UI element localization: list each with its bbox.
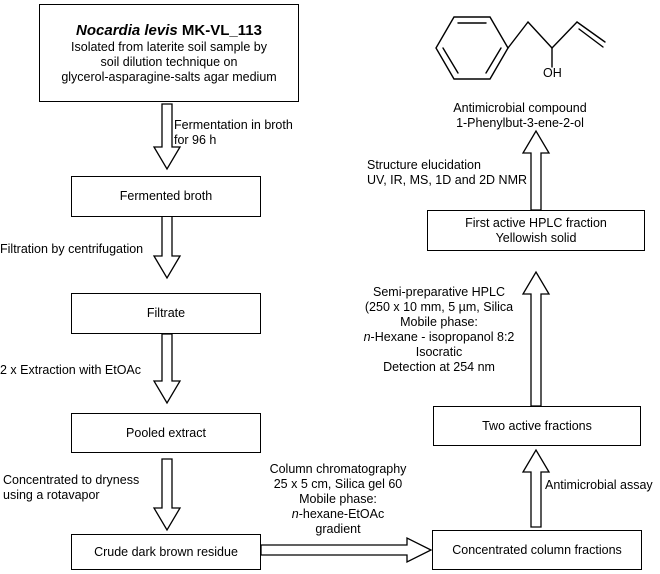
arrow-up-structure: [521, 129, 551, 211]
hplc-line-2: (250 x 10 mm, 5 µm, Silica: [364, 300, 514, 314]
oh-label: OH: [543, 66, 562, 81]
fermentation-step-label: Fermentation in broth for 96 h: [174, 118, 293, 148]
organism-desc-line-1: Isolated from laterite soil sample by: [71, 40, 267, 54]
two-active-fractions-label: Two active fractions: [482, 418, 592, 433]
arrow-up-hplc: [521, 270, 551, 407]
hplc-solvent: -Hexane - isopropanol 8:2: [370, 330, 515, 344]
pooled-extract-box: Pooled extract: [71, 413, 261, 453]
column-n-prefix: n: [291, 507, 299, 521]
structure-line-1: Structure elucidation: [367, 158, 481, 172]
pooled-extract-label: Pooled extract: [126, 425, 206, 440]
fermented-broth-box: Fermented broth: [71, 176, 261, 217]
column-step-label: Column chromatography 25 x 5 cm, Silica …: [259, 462, 417, 537]
column-line-1: Column chromatography: [269, 462, 407, 476]
concentration-line-2: using a rotavapor: [3, 488, 100, 502]
crude-residue-box: Crude dark brown residue: [71, 534, 261, 570]
extraction-text: 2 x Extraction with EtOAc: [0, 363, 142, 377]
compound-caption-line-1: Antimicrobial compound: [453, 101, 587, 115]
first-active-hplc-line-2: Yellowish solid: [495, 230, 577, 245]
concentrated-fractions-label: Concentrated column fractions: [452, 542, 622, 557]
fermented-broth-label: Fermented broth: [119, 189, 213, 203]
hplc-line-1: Semi-preparative HPLC: [373, 285, 505, 299]
fermentation-line-1: Fermentation in broth: [174, 118, 293, 132]
arrow-right-column: [260, 536, 433, 564]
hplc-line-6: Detection at 254 nm: [383, 360, 495, 374]
organism-species: Nocardia levis: [76, 22, 178, 39]
arrow-down-filtration: [152, 208, 182, 280]
two-active-fractions-box: Two active fractions: [433, 406, 641, 446]
arrow-down-fermentation: [152, 103, 182, 171]
column-line-2: 25 x 5 cm, Silica gel 60: [273, 477, 403, 491]
first-active-hplc-box: First active HPLC fraction Yellowish sol…: [427, 210, 645, 251]
column-line-4: n-hexane-EtOAc: [259, 507, 417, 522]
assay-text: Antimicrobial assay: [545, 478, 653, 492]
organism-desc-line-3: glycerol-asparagine-salts agar medium: [61, 70, 277, 84]
organism-box: Nocardia levis MK-VL_113 Isolated from l…: [39, 4, 299, 102]
compound-caption-line-2: 1-Phenylbut-3-ene-2-ol: [456, 116, 584, 130]
hplc-line-4: n-Hexane - isopropanol 8:2: [355, 330, 523, 345]
structure-line-2: UV, IR, MS, 1D and 2D NMR: [367, 173, 528, 187]
arrow-down-extraction: [152, 333, 182, 405]
first-active-hplc-line-1: First active HPLC fraction: [465, 215, 607, 230]
hplc-step-label: Semi-preparative HPLC (250 x 10 mm, 5 µm…: [355, 285, 523, 375]
column-line-3: Mobile phase:: [299, 492, 377, 506]
concentration-step-label: Concentrated to dryness using a rotavapo…: [3, 473, 139, 503]
fermentation-line-2: for 96 h: [174, 133, 217, 147]
column-line-5: gradient: [315, 522, 361, 536]
organism-strain: MK-VL_113: [181, 22, 262, 39]
arrow-down-concentration: [152, 458, 182, 532]
filtrate-box: Filtrate: [71, 293, 261, 334]
organism-title: Nocardia levis MK-VL_113: [76, 21, 262, 40]
compound-caption: Antimicrobial compound 1-Phenylbut-3-ene…: [440, 101, 600, 131]
hplc-n-prefix: n: [363, 330, 371, 344]
organism-desc-line-2: soil dilution technique on: [100, 55, 238, 69]
crude-residue-label: Crude dark brown residue: [94, 544, 238, 559]
oh-text: OH: [543, 66, 562, 80]
hplc-line-3: Mobile phase:: [400, 315, 478, 329]
extraction-step-label: 2 x Extraction with EtOAc: [0, 363, 141, 378]
filtration-text: Filtration by centrifugation: [0, 242, 144, 256]
concentrated-fractions-box: Concentrated column fractions: [432, 530, 642, 570]
structure-step-label: Structure elucidation UV, IR, MS, 1D and…: [367, 158, 527, 188]
arrow-up-assay: [521, 448, 551, 528]
compound-structure: [435, 16, 606, 80]
hplc-line-5: Isocratic: [415, 345, 463, 359]
assay-step-label: Antimicrobial assay: [545, 478, 653, 493]
filtrate-label: Filtrate: [146, 306, 186, 320]
column-solvent: -hexane-EtOAc: [298, 507, 385, 521]
filtration-step-label: Filtration by centrifugation: [0, 242, 143, 257]
concentration-line-1: Concentrated to dryness: [3, 473, 140, 487]
